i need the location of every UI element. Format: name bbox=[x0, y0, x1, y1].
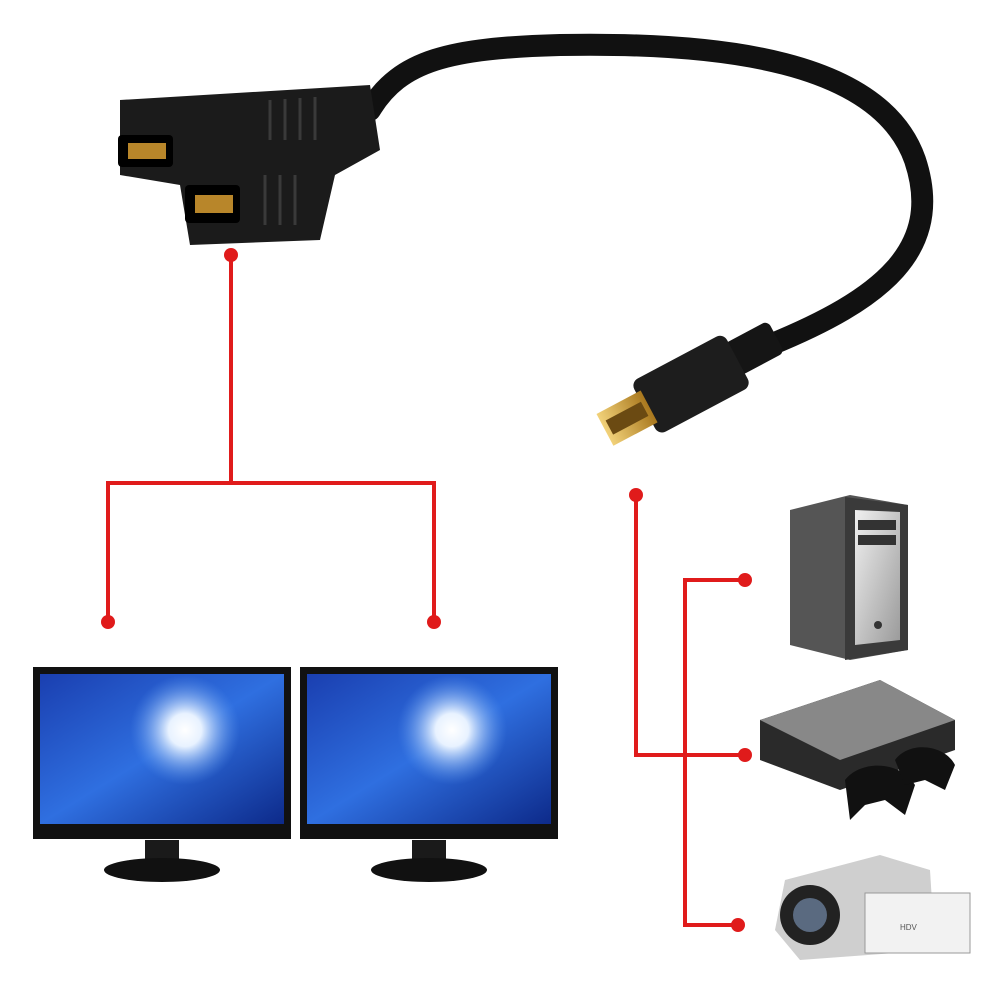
game-console-icon bbox=[760, 680, 955, 820]
hdmi-cable bbox=[359, 33, 934, 356]
monitor-left-icon bbox=[33, 667, 291, 882]
connector-dots bbox=[101, 248, 752, 932]
camcorder-icon bbox=[775, 855, 971, 960]
desktop-tower-icon bbox=[790, 495, 908, 660]
monitor-right-icon bbox=[300, 667, 558, 882]
controller-icon bbox=[895, 747, 955, 790]
connector-lines bbox=[106, 255, 745, 927]
controller-icon bbox=[845, 765, 915, 820]
hdmi-plug-icon bbox=[596, 322, 783, 446]
splitter-icon bbox=[118, 85, 380, 245]
camcorder-logo: HDV bbox=[900, 923, 918, 932]
